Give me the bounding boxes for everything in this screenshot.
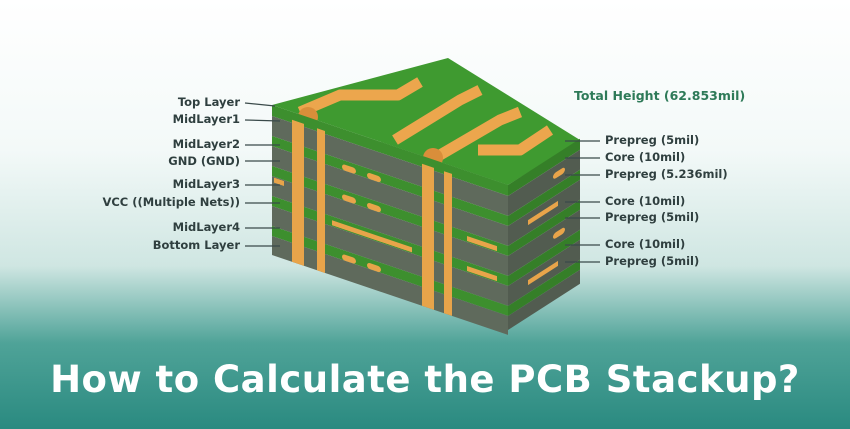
layer-label: MidLayer4 bbox=[172, 220, 240, 234]
layer-label: MidLayer3 bbox=[172, 177, 240, 191]
pcb-right-face bbox=[508, 138, 580, 330]
dielectric-label: Prepreg (5mil) bbox=[605, 133, 700, 147]
top-traces bbox=[297, 77, 554, 160]
dielectric-label: Prepreg (5.236mil) bbox=[605, 167, 728, 181]
dielectric-label: Core (10mil) bbox=[605, 194, 686, 208]
layer-label: MidLayer2 bbox=[172, 137, 240, 151]
leader-lines bbox=[244, 102, 600, 263]
page-title: How to Calculate the PCB Stackup? bbox=[50, 358, 800, 401]
dielectric-label: Prepreg (5mil) bbox=[605, 210, 700, 224]
layer-label: GND (GND) bbox=[168, 154, 240, 168]
total-height-label: Total Height (62.853mil) bbox=[574, 88, 746, 103]
dielectric-label: Core (10mil) bbox=[605, 150, 686, 164]
layer-label: VCC ((Multiple Nets)) bbox=[102, 195, 240, 209]
layer-label: Bottom Layer bbox=[152, 238, 240, 252]
pcb-front-face bbox=[272, 105, 508, 335]
dielectric-label: Prepreg (5mil) bbox=[605, 254, 700, 268]
dielectric-label: Core (10mil) bbox=[605, 237, 686, 251]
layer-label: Top Layer bbox=[177, 95, 240, 109]
layer-label: MidLayer1 bbox=[172, 112, 240, 126]
